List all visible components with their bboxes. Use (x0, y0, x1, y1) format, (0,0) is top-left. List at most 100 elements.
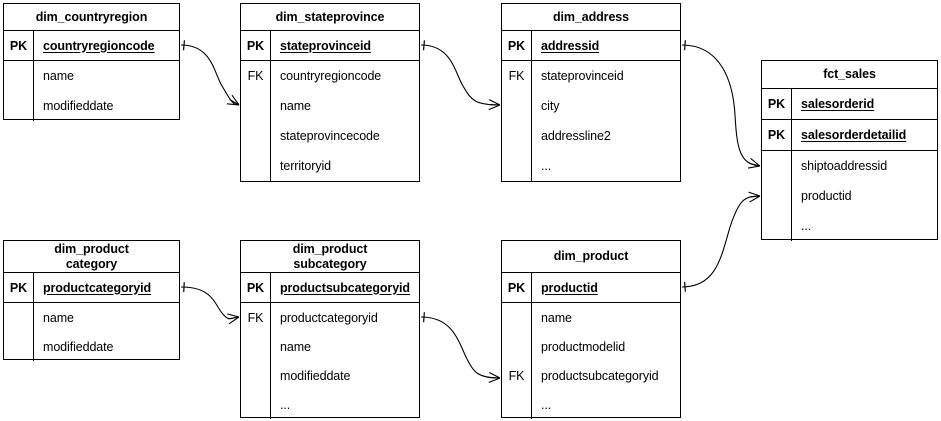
key-badge-empty (502, 151, 531, 181)
key-badge-pk: PK (4, 273, 34, 302)
key-badge-column: FK (241, 303, 271, 419)
attribute-name[interactable]: modifieddate (280, 368, 351, 383)
attribute-name[interactable]: name (280, 99, 311, 113)
attribute-column: shiptoaddressid productid... (792, 151, 937, 241)
entity-title-line: dim_countryregion (35, 9, 148, 24)
relationship-stateprovince-to-address[interactable] (420, 40, 501, 111)
entity-title: dim_product (502, 241, 680, 273)
key-badge-empty (762, 181, 791, 211)
relationship-subcategory-to-product[interactable] (420, 312, 501, 383)
attribute-name[interactable]: productmodelid (541, 339, 626, 354)
attribute-name: salesorderdetailid (801, 128, 907, 142)
attribute-name[interactable]: name (541, 310, 572, 325)
attribute-name: productcategoryid (43, 280, 152, 295)
key-badge-empty (4, 91, 33, 121)
attribute-block: name modifieddate (4, 61, 179, 121)
attribute-name[interactable]: productid (801, 189, 852, 203)
attribute-name[interactable]: name (43, 310, 74, 325)
primary-key-row[interactable]: PK stateprovinceid (241, 31, 419, 61)
relationship-product-to-sales[interactable] (681, 191, 761, 292)
primary-key-row[interactable]: PK productsubcategoryid (241, 273, 419, 303)
cardinality-one-marker (423, 312, 425, 323)
attribute-name[interactable]: countryregioncode (280, 69, 382, 83)
cardinality-many-marker (748, 191, 761, 203)
key-badge-empty (4, 61, 33, 91)
attribute-block: FK countryregioncode name stateprovincecode… (241, 61, 419, 181)
attribute-name[interactable]: ... (801, 219, 812, 233)
entity-title-line: dim_product (54, 241, 129, 256)
attribute-name[interactable]: ... (541, 159, 552, 173)
attribute-name: stateprovinceid (280, 38, 371, 53)
relationship-address-to-sales[interactable] (681, 40, 761, 169)
key-badge-empty (241, 390, 270, 419)
attribute-name[interactable]: name (43, 69, 74, 83)
key-badge-empty (241, 151, 270, 181)
attribute-name[interactable]: name (280, 339, 311, 354)
relationship-line (681, 44, 761, 167)
entity-title-line: dim_stateprovince (275, 9, 385, 24)
cardinality-many-marker (227, 313, 240, 325)
entity-title-line: dim_address (552, 9, 630, 24)
attribute-name[interactable]: ... (280, 397, 291, 412)
cardinality-many-marker (748, 157, 761, 169)
attribute-name[interactable]: productsubcategoryid (541, 368, 659, 383)
attribute-name[interactable]: addressline2 (541, 129, 611, 143)
relationship-productcategory-to-subcategory[interactable] (180, 282, 240, 325)
entity-title-line: dim_product (292, 241, 368, 256)
entity-title: dim_countryregion (4, 4, 179, 31)
key-badge-fk: FK (247, 69, 264, 83)
attribute-name[interactable]: territoryid (280, 159, 331, 173)
attribute-name[interactable]: shiptoaddressid (801, 159, 888, 173)
key-badge-pk: PK (241, 31, 271, 60)
cardinality-many-marker (226, 94, 240, 106)
attribute-name[interactable]: ... (541, 397, 552, 412)
attribute-name[interactable]: city (541, 99, 560, 113)
key-badge-empty (241, 361, 270, 390)
key-badge-pk: PK (241, 273, 271, 302)
attribute-name[interactable]: productcategoryid (280, 310, 378, 325)
attribute-name: productsubcategoryid (280, 280, 410, 295)
key-badge-empty (4, 332, 33, 361)
attribute-name: countryregioncode (43, 38, 155, 53)
key-badge-empty (502, 121, 531, 151)
key-badge-empty (502, 390, 531, 419)
relationship-line (681, 195, 761, 288)
attribute-name[interactable]: modifieddate (43, 339, 114, 354)
key-badge-empty (4, 303, 33, 332)
key-badge-empty (502, 91, 531, 121)
key-badge-empty (762, 211, 791, 241)
attribute-name[interactable]: modifieddate (43, 99, 114, 113)
entity-title-line: dim_product (553, 249, 629, 263)
key-badge-column: FK (241, 61, 271, 181)
relationship-countryregion-to-stateprovince[interactable] (180, 40, 240, 106)
attribute-name[interactable]: stateprovincecode (280, 129, 380, 143)
key-badge-column (4, 61, 34, 121)
attribute-column: productcategoryid name modifieddate... (271, 303, 419, 419)
primary-key-row[interactable]: PK productcategoryid (4, 273, 179, 303)
entity-title-line: subcategory (293, 256, 367, 271)
cardinality-one-marker (182, 40, 186, 51)
key-badge-empty (502, 303, 531, 332)
attribute-column: name modifieddate (34, 61, 179, 121)
attribute-name[interactable]: stateprovinceid (541, 69, 624, 83)
attribute-block: shiptoaddressid productid... (762, 151, 937, 241)
key-badge-fk: FK (247, 310, 264, 325)
key-badge-column (762, 151, 792, 241)
relationship-line (420, 44, 501, 106)
key-badge-column: FK (502, 303, 532, 419)
